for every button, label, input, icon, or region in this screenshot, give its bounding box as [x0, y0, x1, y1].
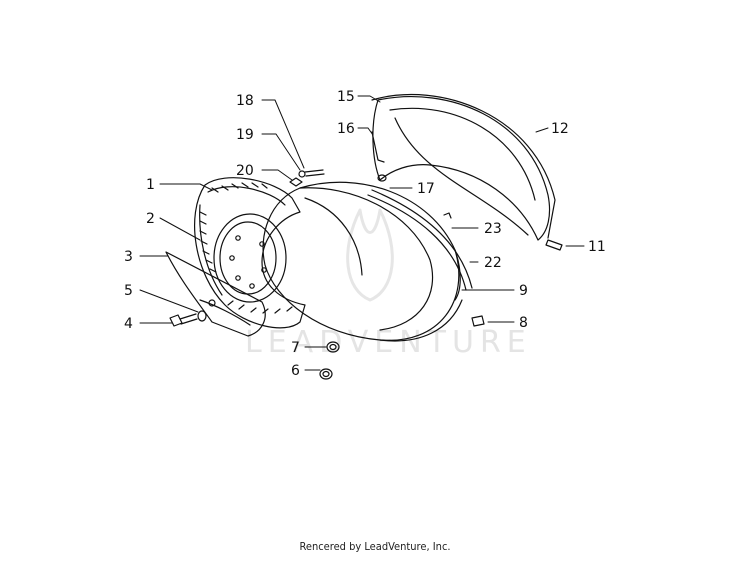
callout-18: 18: [236, 93, 254, 109]
callout-23: 23: [484, 221, 502, 237]
callout-8: 8: [519, 315, 528, 331]
spacer: [289, 177, 303, 187]
screw: [304, 169, 325, 177]
nut-7: [326, 341, 340, 353]
watermark-logo: [346, 208, 394, 302]
callout-7: 7: [291, 340, 300, 356]
footer-credit: Rencered by LeadVenture, Inc.: [299, 540, 451, 553]
callout-3: 3: [124, 249, 133, 265]
nut: [298, 170, 306, 178]
tire: [194, 177, 306, 329]
trim-strip-edge: [367, 194, 467, 291]
callout-2: 2: [146, 211, 155, 227]
callout-1: 1: [146, 177, 155, 193]
watermark-text: LEADVENTURE: [245, 325, 532, 360]
grommet: [377, 174, 387, 182]
clip: [443, 212, 452, 219]
pin: [545, 239, 563, 251]
mud-flap: [165, 251, 266, 337]
callout-20: 20: [236, 163, 254, 179]
callout-5: 5: [124, 283, 133, 299]
callout-9: 9: [519, 283, 528, 299]
callout-4: 4: [124, 316, 133, 332]
callout-19: 19: [236, 127, 254, 143]
callout-11: 11: [588, 239, 606, 255]
callout-22: 22: [484, 255, 502, 271]
wheel-rim: [213, 213, 287, 303]
trim-strip: [371, 189, 473, 289]
bolt: [169, 313, 198, 327]
upper-fender: [371, 93, 556, 241]
callout-15: 15: [337, 89, 355, 105]
rivet-pin: [371, 131, 385, 163]
fender-body: [262, 181, 463, 342]
plug: [471, 315, 485, 327]
washer: [197, 310, 207, 322]
callout-17: 17: [417, 181, 435, 197]
callout-6: 6: [291, 363, 300, 379]
callout-16: 16: [337, 121, 355, 137]
callout-12: 12: [551, 121, 569, 137]
nut-6: [319, 368, 333, 380]
